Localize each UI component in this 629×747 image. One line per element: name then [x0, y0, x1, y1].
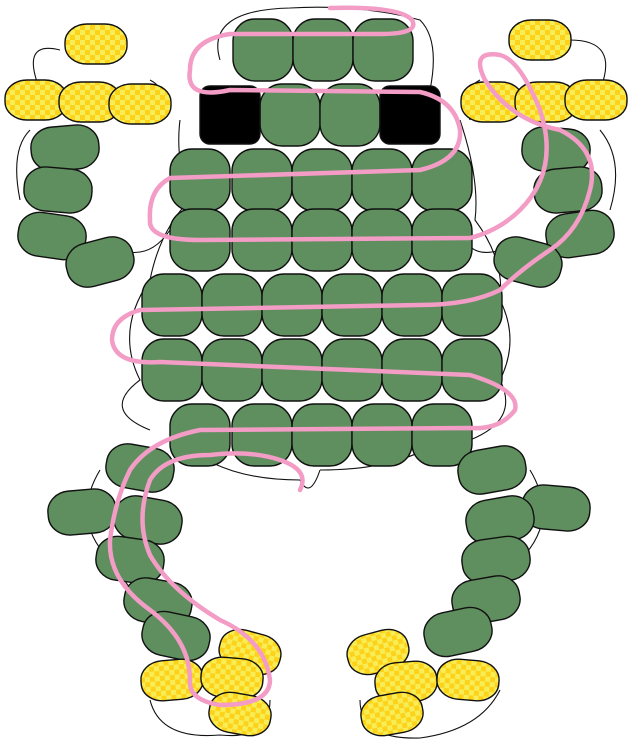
- body-bead: [352, 404, 412, 466]
- body-bead: [412, 149, 472, 211]
- left-hand-bead: [65, 24, 127, 64]
- left-hand-bead: [109, 84, 171, 124]
- feet-thread: [150, 690, 500, 738]
- left-leg-bead: [46, 487, 118, 537]
- right-foot-bead: [435, 657, 500, 702]
- right-hand-bead: [509, 20, 571, 60]
- body-bead: [412, 404, 472, 466]
- body-bead: [202, 339, 262, 401]
- left-arm-bead: [29, 123, 101, 173]
- body-bead: [170, 149, 230, 211]
- body-bead: [233, 19, 293, 81]
- right-leg-bead: [420, 603, 496, 660]
- right-hand-bead: [565, 80, 627, 120]
- body-bead: [352, 149, 412, 211]
- body-bead: [293, 19, 353, 81]
- body-bead: [202, 274, 262, 336]
- body-bead: [353, 19, 413, 81]
- body-bead: [142, 274, 202, 336]
- body-bead: [142, 339, 202, 401]
- bead-layer: [5, 19, 627, 739]
- body-bead: [232, 149, 292, 211]
- right-foot-bead: [358, 689, 426, 739]
- left-arm-bead: [22, 165, 94, 215]
- left-leg-bead: [103, 440, 178, 495]
- body-bead: [260, 84, 320, 146]
- body-bead: [442, 339, 502, 401]
- left-hand-bead: [5, 80, 67, 120]
- body-bead: [292, 404, 352, 466]
- body-bead: [292, 149, 352, 211]
